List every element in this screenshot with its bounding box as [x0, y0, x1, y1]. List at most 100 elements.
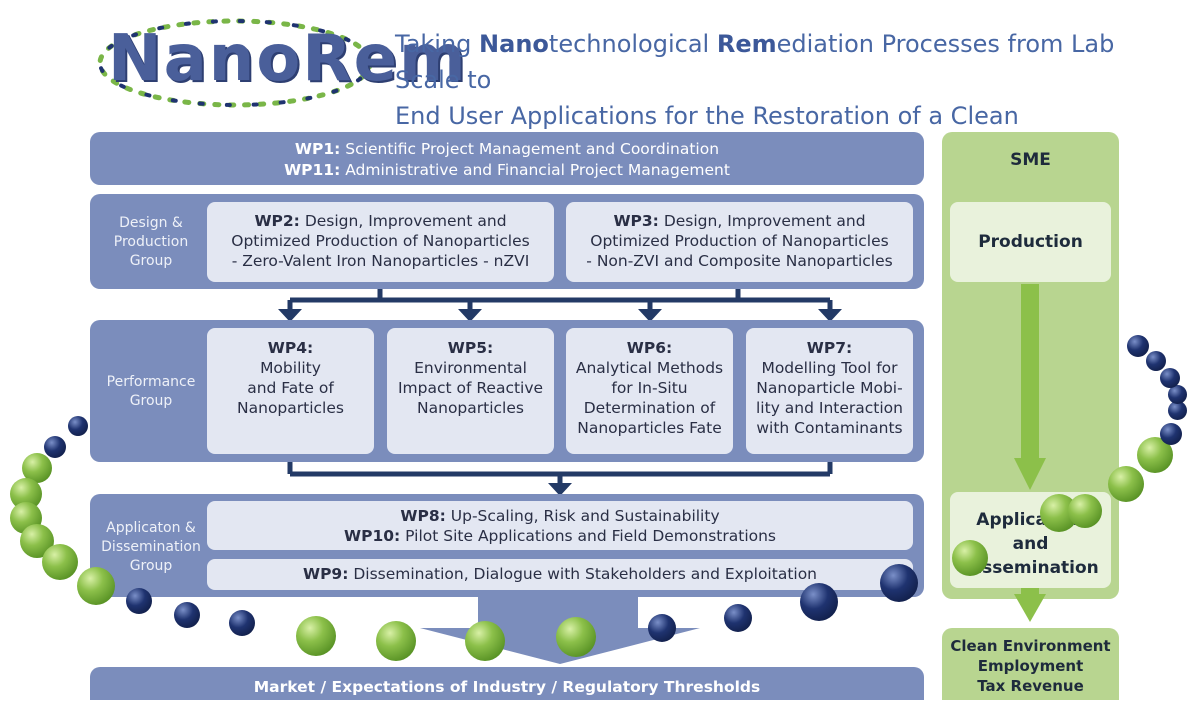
- sphere-icon: [880, 564, 918, 602]
- sme-application-line: and: [1012, 534, 1049, 554]
- wp6-id: WP6:: [626, 339, 673, 357]
- wp1-id: WP1:: [294, 140, 341, 158]
- wp3-line-2: Optimized Production of Nanoparticles: [590, 232, 889, 250]
- outcomes-box: Clean Environment Employment Tax Revenue: [942, 628, 1119, 700]
- wp1-text: Scientific Project Management and Coordi…: [340, 140, 720, 158]
- sphere-icon: [1068, 494, 1102, 528]
- wp5-id: WP5:: [447, 339, 494, 357]
- sme-production-box: Production: [950, 202, 1111, 282]
- tagline: Taking Nanotechnological Remediation Pro…: [395, 26, 1155, 170]
- management-band: WP1: Scientific Project Management and C…: [90, 132, 924, 185]
- wp7-box: WP7: Modelling Tool for Nanoparticle Mob…: [746, 328, 913, 454]
- sphere-icon: [465, 621, 505, 661]
- wp3-id: WP3:: [613, 212, 659, 230]
- tagline-line-1-post: ediation Processes from Lab Scale to: [395, 30, 1115, 94]
- wp6-line: Nanoparticles Fate: [577, 419, 722, 437]
- sphere-icon: [952, 540, 988, 576]
- wp3-line-3: - Non-ZVI and Composite Nanoparticles: [586, 252, 893, 270]
- application-group-label-line: Group: [129, 558, 173, 574]
- wp9-text: Dissemination, Dialogue with Stakeholder…: [348, 565, 818, 583]
- sphere-icon: [724, 604, 752, 632]
- wp2-id: WP2:: [254, 212, 300, 230]
- wp7-line: Nanoparticle Mobi-: [756, 379, 903, 397]
- sphere-icon: [174, 602, 200, 628]
- sphere-icon: [1108, 466, 1144, 502]
- wp9-box: WP9: Dissemination, Dialogue with Stakeh…: [207, 559, 913, 590]
- wp11-line: WP11: Administrative and Financial Proje…: [90, 160, 924, 181]
- performance-group-label-line: Performance: [106, 374, 196, 390]
- application-group-label: Applicaton & Dissemination Group: [96, 519, 206, 576]
- sme-title: SME: [1010, 150, 1051, 170]
- wp8-line: WP8: Up-Scaling, Risk and Sustainability: [207, 506, 913, 526]
- sphere-icon: [800, 583, 838, 621]
- sphere-icon: [42, 544, 78, 580]
- management-text: WP1: Scientific Project Management and C…: [90, 132, 924, 181]
- performance-group-label-line: Group: [129, 393, 173, 409]
- sphere-icon: [1146, 351, 1166, 371]
- sphere-icon: [1168, 385, 1187, 404]
- sphere-icon: [556, 617, 596, 657]
- design-group-label-line: Design &: [119, 215, 183, 231]
- wp2-line-2: Optimized Production of Nanoparticles: [231, 232, 530, 250]
- sphere-icon: [1168, 401, 1187, 420]
- sme-application-line: Dissemination: [962, 558, 1099, 578]
- wp10-id: WP10:: [343, 527, 401, 545]
- wp5-line: Environmental: [414, 359, 527, 377]
- wp6-line: Analytical Methods: [575, 359, 724, 377]
- wp4-box: WP4: Mobility and Fate of Nanoparticles: [207, 328, 374, 454]
- wp2-line-3: - Zero-Valent Iron Nanoparticles - nZVI: [231, 252, 530, 270]
- logo-dots-ring: [97, 18, 373, 108]
- wp11-id: WP11:: [284, 161, 341, 179]
- sphere-icon: [648, 614, 676, 642]
- wp8-wp10-box: WP8: Up-Scaling, Risk and Sustainability…: [207, 501, 913, 550]
- sphere-icon: [68, 416, 88, 436]
- outcome-line: Employment: [977, 657, 1084, 675]
- sphere-icon: [126, 588, 152, 614]
- wp3-box: WP3: Design, Improvement and Optimized P…: [566, 202, 913, 282]
- application-group-label-line: Applicaton &: [106, 520, 196, 536]
- tagline-line-1-bold-nano: Nano: [479, 30, 549, 58]
- wp6-line: Determination of: [583, 399, 716, 417]
- wp4-line: Mobility: [260, 359, 321, 377]
- market-bar: Market / Expectations of Industry / Regu…: [90, 667, 924, 700]
- outcome-line: Tax Revenue: [977, 677, 1084, 695]
- wp8-id: WP8:: [400, 507, 446, 525]
- performance-group-label: Performance Group: [96, 373, 206, 411]
- wp9-id: WP9:: [302, 565, 349, 583]
- design-group-label-line: Production: [113, 234, 189, 250]
- logo-text: NanoRem: [108, 22, 468, 96]
- wp6-line: for In-Situ: [611, 379, 688, 397]
- application-group-label-line: Dissemination: [101, 539, 201, 555]
- wp5-line: Nanoparticles: [417, 399, 524, 417]
- tagline-line-1-mid: technological: [548, 30, 717, 58]
- wp7-id: WP7:: [806, 339, 853, 357]
- sphere-icon: [376, 621, 416, 661]
- wp10-text: Pilot Site Applications and Field Demons…: [400, 527, 777, 545]
- wp4-line: and Fate of: [247, 379, 334, 397]
- wp2-text: Design, Improvement and: [299, 212, 507, 230]
- sphere-icon: [296, 616, 336, 656]
- wp5-box: WP5: Environmental Impact of Reactive Na…: [387, 328, 554, 454]
- tagline-line-1: Taking Nanotechnological Remediation Pro…: [395, 26, 1155, 98]
- sphere-icon: [1160, 423, 1182, 445]
- wp7-line: with Contaminants: [756, 419, 903, 437]
- wp6-box: WP6: Analytical Methods for In-Situ Dete…: [566, 328, 733, 454]
- wp7-line: Modelling Tool for: [761, 359, 898, 377]
- sphere-icon: [1160, 368, 1180, 388]
- sphere-icon: [229, 610, 255, 636]
- wp3-line-1: WP3: Design, Improvement and: [566, 211, 913, 231]
- outcome-line: Clean Environment: [950, 637, 1111, 655]
- tagline-line-1-pre: Taking: [395, 30, 480, 58]
- wp2-box: WP2: Design, Improvement and Optimized P…: [207, 202, 554, 282]
- wp11-text: Administrative and Financial Project Man…: [340, 161, 730, 179]
- tagline-line-1-bold-rem: Rem: [716, 30, 777, 58]
- wp5-line: Impact of Reactive: [397, 379, 544, 397]
- wp1-line: WP1: Scientific Project Management and C…: [90, 139, 924, 160]
- wp10-line: WP10: Pilot Site Applications and Field …: [207, 526, 913, 546]
- wp4-line: Nanoparticles: [237, 399, 344, 417]
- wp2-line-1: WP2: Design, Improvement and: [207, 211, 554, 231]
- wp8-text: Up-Scaling, Risk and Sustainability: [445, 507, 720, 525]
- design-group-label: Design & Production Group: [96, 214, 206, 271]
